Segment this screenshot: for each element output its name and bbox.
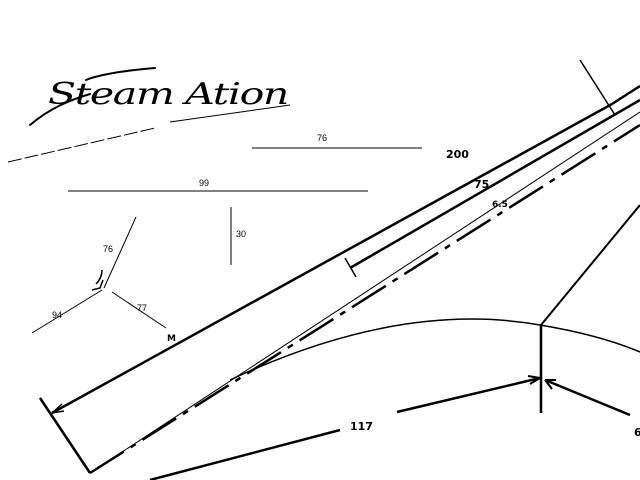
dash-line-6-5 <box>89 123 640 475</box>
dim-line-75 <box>349 98 640 270</box>
dim-line-77 <box>111 291 167 329</box>
label-76-top: 76 <box>317 133 327 143</box>
dim-line-94 <box>31 289 103 334</box>
curve-line <box>229 318 640 381</box>
label-75: 75 <box>474 178 489 191</box>
label-m: M <box>167 334 176 344</box>
arrowhead-icon <box>527 375 541 385</box>
arrowhead-icon <box>51 403 65 414</box>
rotation-arrow-icon <box>91 269 104 291</box>
label-200: 200 <box>446 148 469 161</box>
edge-line <box>89 111 640 474</box>
dim-line-200 <box>51 102 613 415</box>
arrowhead-icon <box>544 379 556 390</box>
signature-logo: Steam Ation <box>29 67 289 126</box>
dim-line-117-left <box>149 428 341 480</box>
label-117: 117 <box>350 420 373 433</box>
label-99: 99 <box>199 178 209 188</box>
signature-text: Steam Ation <box>48 77 288 112</box>
extension-line-top <box>579 59 616 116</box>
label-6-5: 6.5 <box>492 200 508 210</box>
label-30: 30 <box>236 229 246 239</box>
dim-line-76-left <box>103 216 137 289</box>
dim-line-6 <box>544 378 631 417</box>
label-6: 6 <box>634 426 640 439</box>
dim-line-117-right <box>396 376 541 414</box>
signature-line <box>7 127 156 163</box>
dim-line-200-end <box>611 84 640 106</box>
diagonal-line-right <box>540 204 640 326</box>
signature-flourish <box>29 67 156 126</box>
label-94: 94 <box>52 310 62 320</box>
extension-line-bottom <box>38 397 92 474</box>
signature-line-end <box>169 104 291 123</box>
dim-tick-75 <box>344 257 357 278</box>
label-76-left: 76 <box>103 244 113 254</box>
label-77: 77 <box>137 303 147 313</box>
